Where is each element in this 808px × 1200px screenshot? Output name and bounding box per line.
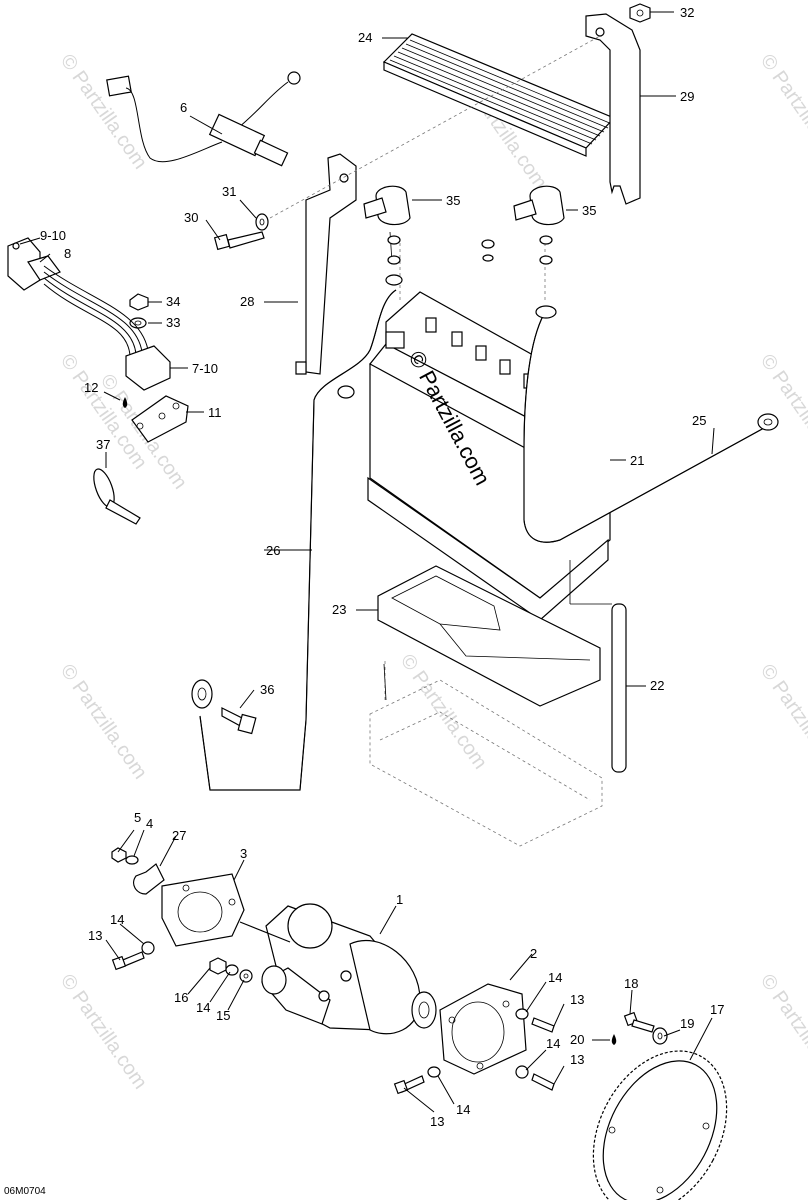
callout-22: 22 [650,678,664,693]
terminal-cap-35b [481,185,565,265]
clip-27 [133,863,165,895]
watermark-faint: © Partzilla.com [756,660,808,783]
wiring-harness-6 [106,71,301,167]
plate-3 [161,873,245,947]
callout-31: 31 [222,184,236,199]
callout-35b: 35 [582,203,596,218]
watermark-faint: © Partzilla.com [56,970,151,1093]
vent-tube-22 [569,560,627,773]
callout-14c: 14 [548,970,562,985]
nut-32 [629,3,651,23]
callout-6: 6 [180,100,187,115]
bolt-13-bottom [393,1075,425,1095]
callout-13d: 13 [430,1114,444,1129]
bolt-36 [221,707,257,735]
callout-21: 21 [630,453,644,468]
terminal-cap-35a [363,185,411,286]
ring-gear-17 [592,1050,728,1200]
callout-14a: 14 [110,912,124,927]
callout-2: 2 [530,946,537,961]
nut-16 [209,957,227,975]
callout-5: 5 [134,810,141,825]
callout-16: 16 [174,990,188,1005]
bolt-13-right-upper [531,1017,555,1033]
bolt-13-right-lower [531,1073,555,1091]
positive-cable-25 [523,305,779,543]
watermark-faint: © Partzilla.com [756,50,808,173]
callout-19: 19 [680,1016,694,1031]
cable-tie-37 [93,468,141,525]
washer-33 [129,317,147,329]
watermark-faint: © Partzilla.com [756,970,808,1093]
bolt-30 [213,231,265,251]
callout-13b: 13 [570,992,584,1007]
washer-31 [255,213,269,231]
callout-13c: 13 [570,1052,584,1067]
callout-28: 28 [240,294,254,309]
callout-36: 36 [260,682,274,697]
callout-23: 23 [332,602,346,617]
ghost-tray [369,663,603,847]
callout-30: 30 [184,210,198,225]
callout-27: 27 [172,828,186,843]
negative-cable-26 [191,289,397,791]
washer-14-bottom [427,1066,441,1078]
battery-tray-23 [377,565,601,707]
callout-9-10: 9-10 [40,228,66,243]
callout-26: 26 [266,543,280,558]
callout-29: 29 [680,89,694,104]
callout-17: 17 [710,1002,724,1017]
callout-7-10: 7-10 [192,361,218,376]
wire-bundle [43,265,149,357]
callout-35a: 35 [446,193,460,208]
washer-14-right-lower [515,1065,529,1079]
starter-motor-1 [239,903,437,1035]
callout-1: 1 [396,892,403,907]
battery-pad-24 [382,33,616,157]
callout-13a: 13 [88,928,102,943]
diagram-code: 06M0704 [4,1186,46,1197]
callout-33: 33 [166,315,180,330]
callout-18: 18 [624,976,638,991]
callout-32: 32 [680,5,694,20]
watermark-faint: © Partzilla.com [756,350,808,473]
battery-bracket-28 [295,153,357,375]
washer-14-upper-left [141,941,155,955]
connector-8 [27,255,61,281]
callout-34: 34 [166,294,180,309]
bracket-2 [439,983,527,1075]
callout-labels: 32 24 29 6 31 30 35 35 28 34 33 9-10 8 7… [40,5,724,1129]
callout-37: 37 [96,437,110,452]
callout-8: 8 [64,246,71,261]
callout-15: 15 [216,1008,230,1023]
bolt-13-left [111,951,145,971]
callout-14b: 14 [196,1000,210,1015]
hold-down-strap-29 [585,13,641,205]
washer-14-left [225,964,239,976]
callout-12: 12 [84,380,98,395]
callout-11: 11 [208,405,222,420]
callout-4: 4 [146,816,153,831]
washer-14-right-upper [515,1008,529,1020]
callout-24: 24 [358,30,372,45]
nut-5 [111,847,127,863]
regulator-7-10 [125,345,171,391]
callout-3: 3 [240,846,247,861]
grease-drop-12 [122,397,128,408]
plate-11 [131,395,189,443]
watermark-faint: © Partzilla.com [56,660,151,783]
callout-14e: 14 [456,1102,470,1117]
nut-34 [129,293,149,311]
bolt-18 [623,1011,655,1033]
washer-4 [125,855,139,865]
leader-lines [19,11,715,1113]
callout-25: 25 [692,413,706,428]
washer-19 [652,1027,668,1045]
callout-20: 20 [570,1032,584,1047]
callout-14d: 14 [546,1036,560,1051]
washer-15 [239,969,253,983]
threadlocker-drop-20 [611,1034,617,1045]
